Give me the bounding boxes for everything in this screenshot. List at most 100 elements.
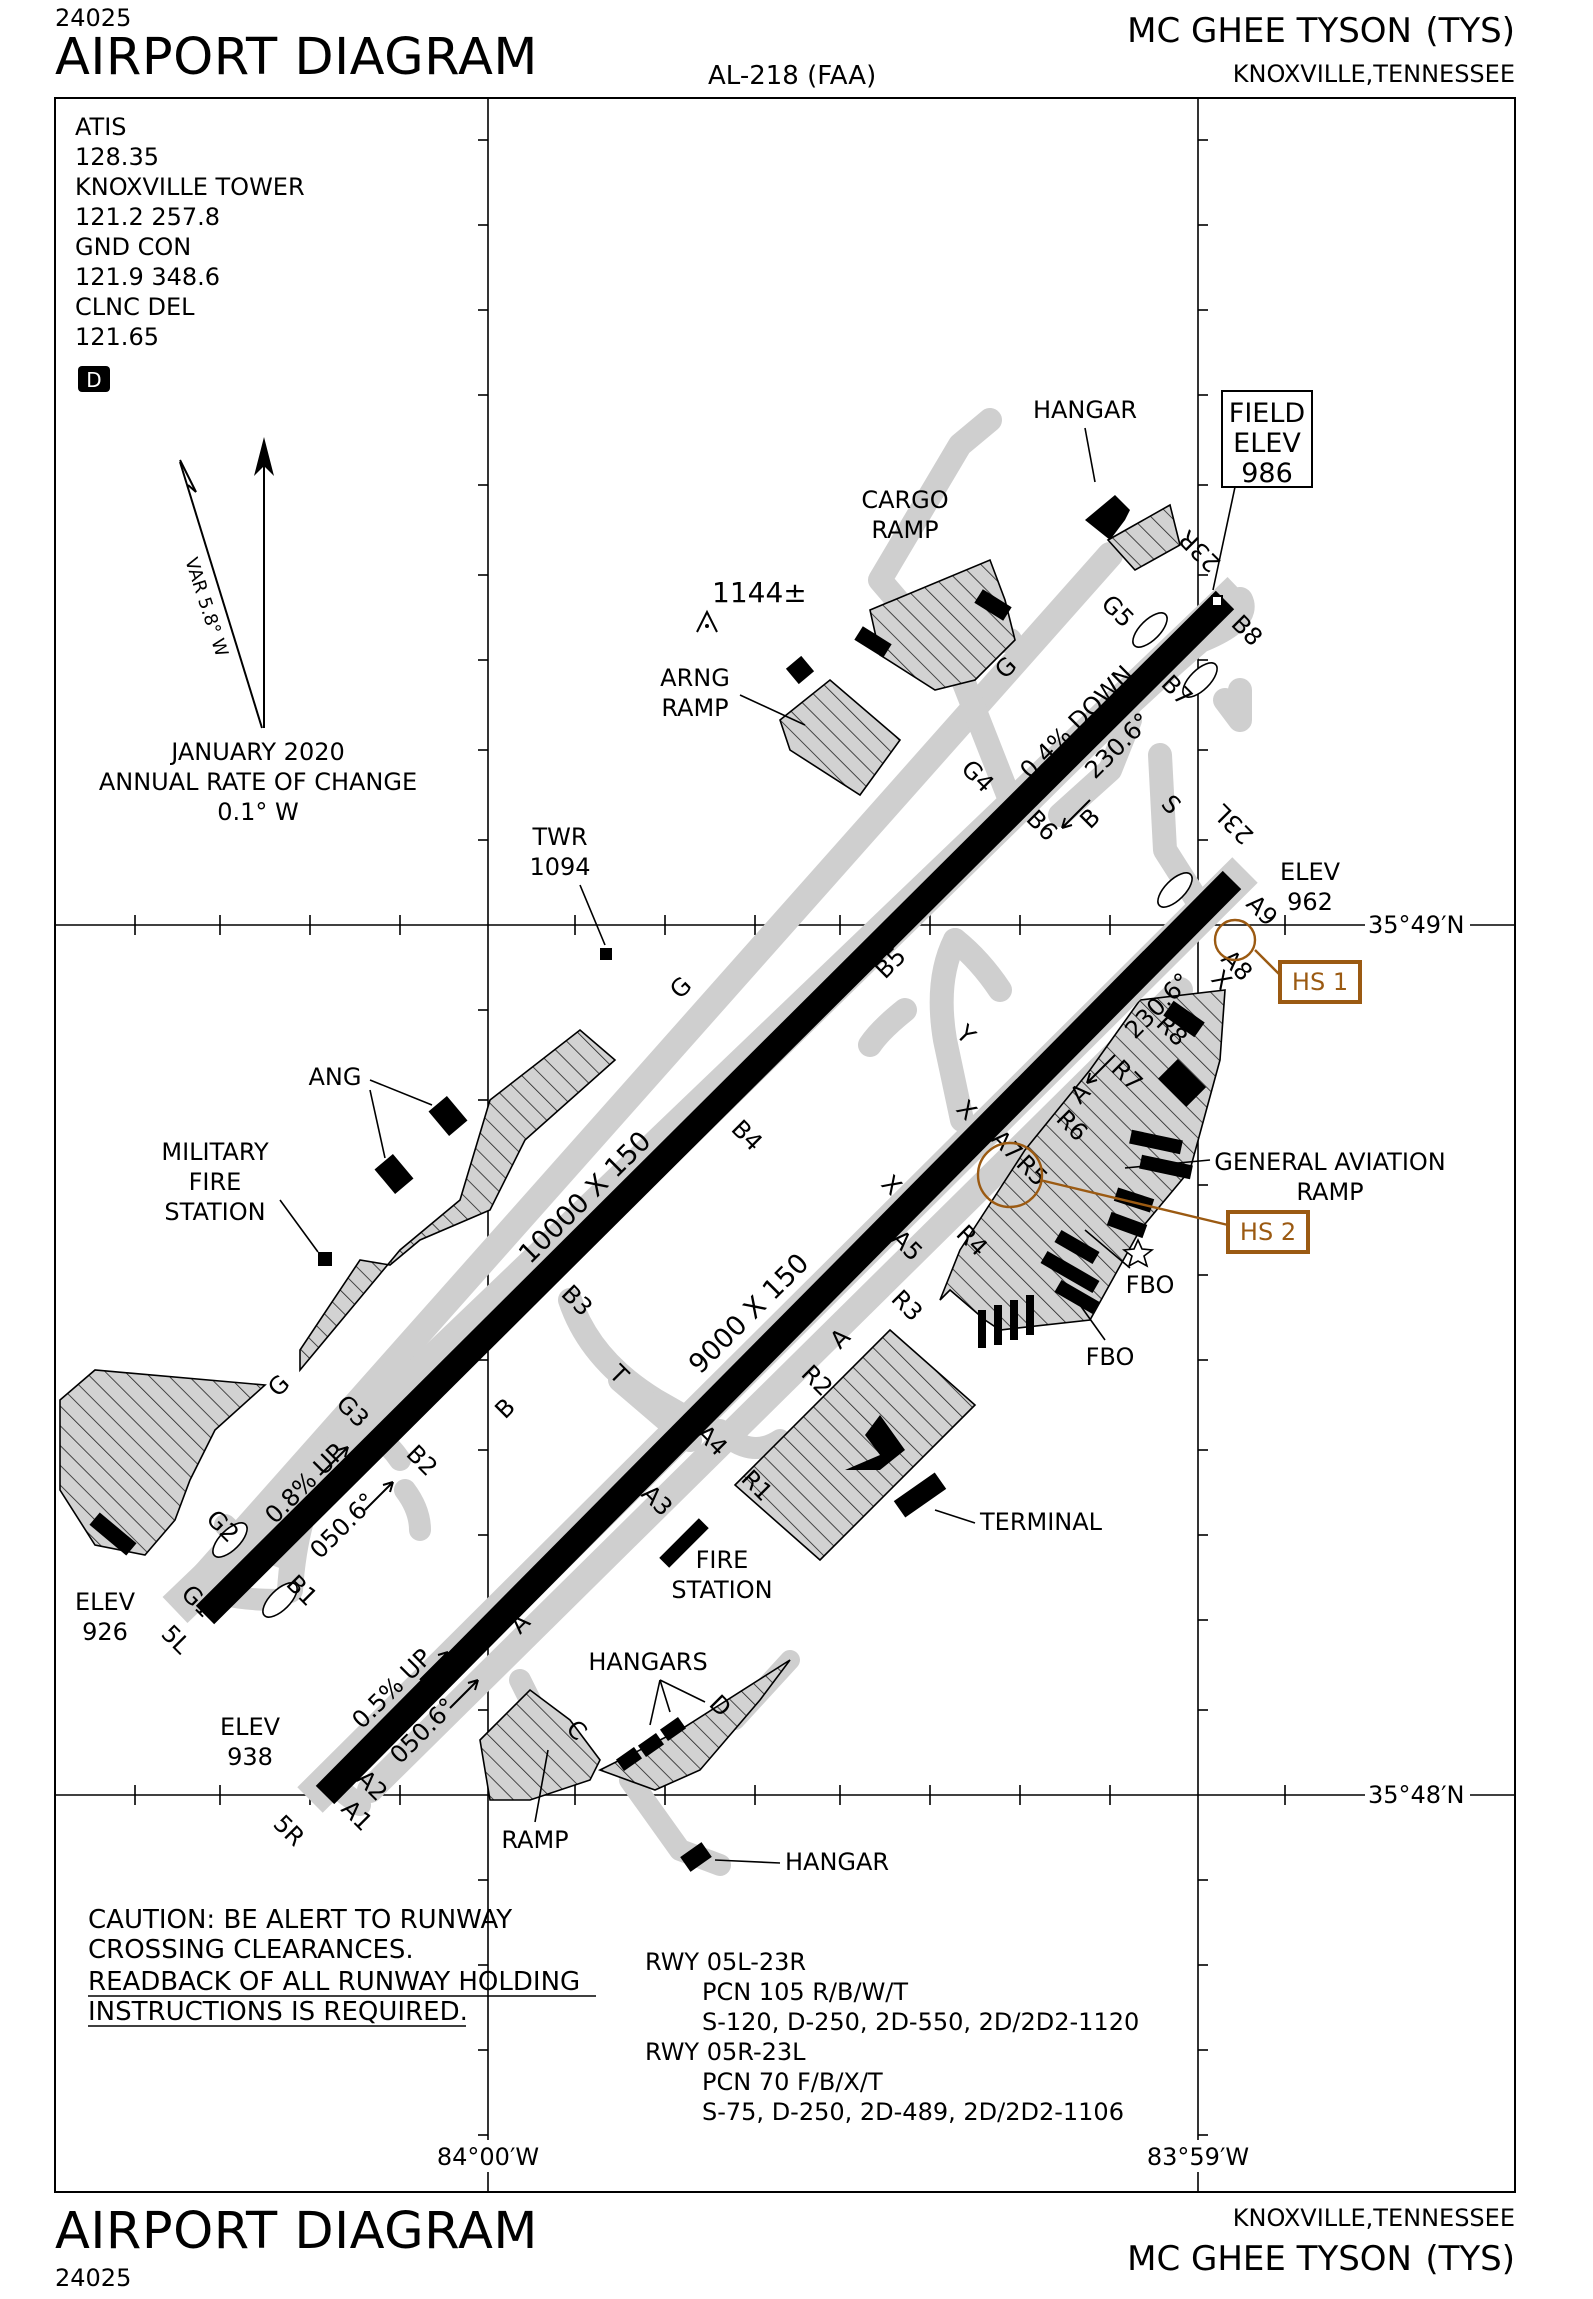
variation-date: JANUARY 2020 <box>169 738 345 766</box>
header-doc-number: 24025 <box>55 4 131 32</box>
ga-building-r8 <box>1163 1000 1205 1038</box>
hot-spot-2-circle <box>976 1141 1044 1209</box>
general-aviation-ramp-area <box>939 989 1226 1331</box>
hold-b7 <box>1182 662 1218 698</box>
hold-g2 <box>212 1522 248 1558</box>
variation-rate-title: ANNUAL RATE OF CHANGE <box>99 768 417 796</box>
west-ramp-area <box>59 1369 267 1556</box>
freq-line: 121.9 348.6 <box>75 263 220 291</box>
hangar-bottom-leader <box>714 1859 781 1864</box>
tower-label: TWR <box>531 823 587 851</box>
field-elev-leader <box>1212 486 1236 591</box>
elev-5l-label: ELEV <box>75 1588 136 1616</box>
lat-north-label: 35°49′N <box>1368 911 1464 939</box>
footer-airport-code: (TYS) <box>1425 2239 1515 2279</box>
freq-line: GND CON <box>75 233 191 261</box>
taxiway-b5-east <box>943 928 1012 1002</box>
tower-building <box>600 948 612 960</box>
lon-east-label: 83°59′W <box>1147 2143 1249 2171</box>
cargo-ramp-label-1: CARGO <box>861 486 948 514</box>
hot-spot-2-label: HS 2 <box>1240 1218 1296 1246</box>
direction-arrows <box>319 769 1116 1709</box>
header-procedure-id: AL-218 (FAA) <box>708 61 876 91</box>
footer-airport-name: MC GHEE TYSON <box>1127 2239 1412 2279</box>
pcn-line: S-120, D-250, 2D-550, 2D/2D2-1120 <box>702 2008 1139 2036</box>
fire-station-label-1: FIRE <box>696 1546 749 1574</box>
datalink-badge-label: D <box>86 368 101 392</box>
hot-spot-1-box <box>1278 960 1362 1004</box>
military-fire-label-2: FIRE <box>189 1168 242 1196</box>
arrow-5l-upper <box>319 1446 349 1476</box>
fire-station-building <box>659 1518 709 1568</box>
arng-ramp-label-2: RAMP <box>661 694 728 722</box>
hot-spot-2: HS 2 <box>976 1141 1310 1254</box>
ga-hangar-2 <box>1129 1129 1183 1155</box>
ang-leader-2 <box>369 1089 386 1159</box>
caution-line-1: CAUTION: BE ALERT TO RUNWAY <box>88 1905 512 1935</box>
hangars-leader-3 <box>659 1679 706 1703</box>
freq-line: 121.2 257.8 <box>75 203 220 231</box>
hot-spot-2-leader <box>1039 1178 1229 1227</box>
taxiway-label: G5 <box>1096 589 1140 633</box>
caution-line-2: CROSSING CLEARANCES. <box>88 1935 414 1965</box>
hold-a9 <box>1157 872 1193 908</box>
t-hangar-4 <box>1026 1295 1034 1335</box>
pcn-line: PCN 70 F/B/X/T <box>702 2068 883 2096</box>
ramp-areas <box>59 503 1226 1801</box>
pcn-line: RWY 05R-23L <box>645 2038 806 2066</box>
arng-ramp-leader <box>739 694 806 726</box>
true-north-arrow <box>254 437 274 728</box>
tower-elevation: 1094 <box>529 853 590 881</box>
fbo-star-icon <box>1121 1238 1155 1268</box>
caution-note: CAUTION: BE ALERT TO RUNWAY CROSSING CLE… <box>88 1905 596 2027</box>
fbo-2-leader <box>1074 1297 1106 1341</box>
magnetic-north-arrow <box>179 459 263 729</box>
taxiway-label: B3 <box>556 1279 598 1321</box>
buildings <box>89 495 1207 1872</box>
lon-east-bg <box>1148 2140 1248 2172</box>
ga-hangar-1 <box>1157 1058 1207 1108</box>
taxiway-label: G <box>664 971 697 1004</box>
caution-line-3: READBACK OF ALL RUNWAY HOLDING <box>88 1967 580 1997</box>
hangar-s1 <box>615 1746 643 1772</box>
pcn-line: S-75, D-250, 2D-489, 2D/2D2-1106 <box>702 2098 1124 2126</box>
header-airport-name: MC GHEE TYSON <box>1127 11 1412 51</box>
magnetic-arrow-icon <box>179 459 197 493</box>
header-title: AIRPORT DIAGRAM <box>55 28 538 87</box>
lat-south-label: 35°48′N <box>1368 1781 1464 1809</box>
terminal-building <box>845 1415 905 1470</box>
hot-spot-1-leader <box>1254 949 1281 976</box>
north-arrow-icon <box>254 437 274 476</box>
runway-end-5r: 5R <box>268 1809 310 1851</box>
hold-markings <box>212 612 1218 1618</box>
taxiway-r1 <box>709 1419 791 1459</box>
graticule-ticks <box>134 139 1461 2136</box>
field-elev-line1: FIELD <box>1229 398 1305 429</box>
variation-rate-value: 0.1° W <box>217 798 299 826</box>
fire-station-label-2: STATION <box>671 1576 772 1604</box>
ramp-leader <box>534 1749 549 1823</box>
obstacle-dot-icon <box>705 624 709 628</box>
arrow-23r-lower <box>1061 799 1091 829</box>
runway-end-23l: 23L <box>1208 798 1259 849</box>
taxiway-b8 <box>1213 678 1252 732</box>
hangar-s3 <box>659 1716 687 1742</box>
elev-5l-value: 926 <box>82 1618 128 1646</box>
runway-end-23r: 23R <box>1173 524 1226 577</box>
footer-title: AIRPORT DIAGRAM <box>55 2202 538 2261</box>
runway-05r-23l <box>315 870 1242 1805</box>
hangar-bottom-label: HANGAR <box>785 1848 889 1876</box>
header-airport-code: (TYS) <box>1425 11 1515 51</box>
freq-line: CLNC DEL <box>75 293 195 321</box>
t-hangar-2 <box>994 1305 1002 1345</box>
arrow-23l <box>1086 1054 1116 1084</box>
ang-building-2 <box>374 1154 414 1194</box>
caution-line-4: INSTRUCTIONS IS REQUIRED. <box>88 1997 468 2027</box>
taxiway-label: B4 <box>726 1114 768 1156</box>
threshold-marker-23r <box>1211 595 1223 607</box>
tower-leader <box>579 884 606 946</box>
header-city-state: KNOXVILLE,TENNESSEE <box>1233 60 1515 88</box>
hold-g5 <box>1132 612 1168 648</box>
obstacle-icon <box>696 609 718 633</box>
ang-leader-1 <box>369 1079 433 1106</box>
